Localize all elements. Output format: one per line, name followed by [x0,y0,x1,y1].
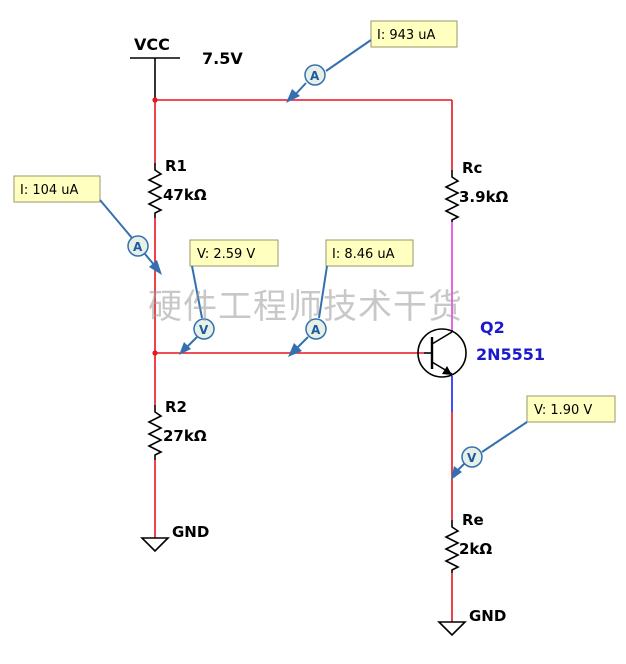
resistor-re-ref: Re [462,511,484,529]
probe-divider-current-box [13,175,101,203]
probe-collector-current[interactable]: I: 943 uA A [286,20,458,103]
probe-base-current-meter: A [311,323,321,337]
wires [154,58,453,622]
probe-arrow-icon [149,260,162,275]
resistor-r2-value: 27kΩ [163,427,207,445]
probe-arrow-icon [451,466,462,480]
probe-base-current-tip [296,336,309,349]
watermark: 硬件工程师技术干货 [148,287,463,327]
transistor-q2[interactable]: Q2 2N5551 [417,318,545,378]
probe-base-current-text: I: 8.46 uA [332,247,395,262]
probe-emitter-voltage-leader [481,421,528,453]
ground-left[interactable]: GND [140,523,209,553]
probe-collector-current-box [370,20,458,48]
probe-base-current-box [325,239,414,267]
transistor-q2-ref: Q2 [480,318,505,337]
resistor-r1-zigzag [147,163,163,218]
resistor-re[interactable]: Re 2kΩ [444,511,492,573]
ammeter-icon [304,64,326,86]
ammeter-icon [305,318,327,340]
vcc-label: VCC [134,35,170,54]
probe-divider-current-text: I: 104 uA [20,183,79,198]
resistor-r1[interactable]: R1 47kΩ [147,157,207,218]
vcc-symbol[interactable]: VCC 7.5V [130,35,243,68]
probe-emitter-voltage-text: V: 1.90 V [534,403,592,418]
probe-base-current[interactable]: I: 8.46 uA A [288,239,414,357]
resistor-re-value: 2kΩ [459,540,492,558]
ground-right[interactable]: GND [437,607,506,637]
ground-left-label: GND [172,523,209,541]
probe-arrow-icon [288,343,302,357]
voltmeter-icon [193,318,215,340]
transistor-q2-body [417,328,467,378]
probe-collector-current-leader [325,39,372,72]
transistor-q2-emitter-arrow [442,366,452,375]
probe-arrow-icon [179,342,191,355]
probe-base-voltage[interactable]: V: 2.59 V V [179,239,279,355]
probe-collector-current-text: I: 943 uA [377,28,436,43]
resistor-r2[interactable]: R2 27kΩ [147,398,207,460]
probe-divider-current-leader [99,199,133,239]
probe-base-voltage-meter: V [199,323,209,337]
probe-emitter-voltage-meter: V [467,451,477,465]
probe-collector-current-meter: A [310,69,320,83]
vcc-voltage: 7.5V [202,49,243,68]
voltmeter-icon [461,446,483,468]
probe-base-voltage-leader [191,265,203,319]
resistor-r1-value: 47kΩ [163,186,207,204]
probe-emitter-voltage-box [526,395,616,423]
ground-right-label: GND [469,607,506,625]
transistor-q2-part: 2N5551 [476,345,545,364]
resistor-r2-ref: R2 [165,398,187,416]
ammeter-icon [127,235,149,257]
junction-dot-vcc [152,97,158,103]
resistor-re-zigzag [444,520,460,573]
probe-base-voltage-text: V: 2.59 V [197,247,255,262]
probe-divider-current[interactable]: I: 104 uA A [13,175,162,275]
probe-base-voltage-box [189,239,279,267]
probe-emitter-voltage[interactable]: V: 1.90 V V [451,395,616,480]
probe-base-current-leader [318,265,328,319]
resistor-rc[interactable]: Rc 3.9kΩ [444,159,509,222]
ground-right-symbol [437,621,467,637]
probe-collector-current-tip [292,82,307,98]
junction-dot-base [152,350,158,356]
transistor-q2-collector-lead [431,331,453,345]
resistor-r2-zigzag [147,405,163,460]
probe-divider-current-meter: A [133,240,143,254]
ground-left-symbol [140,537,170,553]
resistor-rc-value: 3.9kΩ [459,188,509,206]
resistor-rc-ref: Rc [462,159,482,177]
resistor-rc-zigzag [444,170,460,222]
resistor-r1-ref: R1 [165,157,187,175]
